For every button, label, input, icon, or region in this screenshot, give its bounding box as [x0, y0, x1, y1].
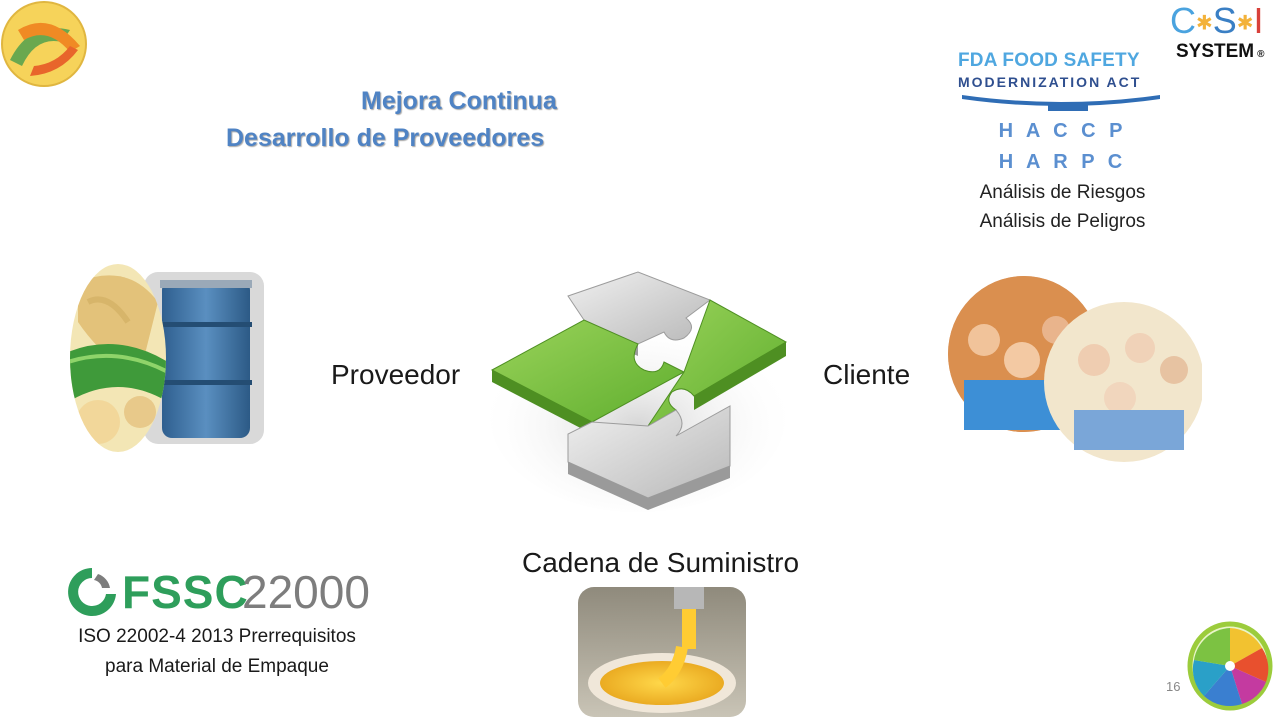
corner-logo-top-left [0, 0, 92, 90]
fda-line1: FDA FOOD SAFETY [958, 50, 1140, 71]
fssc-caption-line2: para Material de Empaque [105, 656, 329, 677]
risk-analysis-text: Análisis de Riesgos [979, 182, 1146, 203]
supplier-image [68, 262, 268, 454]
csi-letter-i: I [1253, 0, 1264, 41]
fssc-swirl-icon [68, 568, 116, 616]
fssc-caption-line1: ISO 22002-4 2013 Prerrequisitos [78, 626, 356, 647]
label-cadena-suministro: Cadena de Suministro [522, 547, 800, 578]
fssc-text: FSSC [122, 566, 249, 618]
fssc-caption: ISO 22002-4 2013 Prerrequisitos para Mat… [50, 622, 384, 682]
csi-letter-c: C [1170, 0, 1196, 41]
fda-fsma-logo: FDA FOOD SAFETY MODERNIZATION ACT [958, 50, 1164, 116]
csi-system-text: SYSTEM [1176, 41, 1255, 63]
corner-logo-bottom-right [1186, 616, 1274, 712]
fssc-logo: FSSC 22000 [64, 564, 374, 624]
label-proveedor: Proveedor [331, 359, 461, 390]
csi-letter-s: S [1212, 0, 1237, 41]
fda-line2: MODERNIZATION ACT [958, 74, 1142, 90]
fssc-number: 22000 [242, 566, 370, 618]
harpc-text: H A R P C [998, 151, 1127, 173]
customers-image [944, 270, 1204, 470]
fda-swoosh-icon [962, 95, 1160, 111]
right-panel: H A C C P H A R P C Análisis de Riesgos … [940, 116, 1185, 236]
label-cliente: Cliente [823, 359, 911, 390]
hazard-analysis-text: Análisis de Peligros [979, 211, 1146, 232]
csi-system-logo: C✱S✱I SYSTEM® [1170, 0, 1265, 63]
csi-registered: ® [1257, 49, 1265, 61]
haccp-text: H A C C P [998, 120, 1127, 142]
title-desarrollo-proveedores: Desarrollo de Proveedores [226, 124, 545, 152]
puzzle-image [488, 266, 788, 514]
supply-chain-image [578, 587, 746, 717]
title-mejora-continua: Mejora Continua [361, 87, 557, 115]
page-number: 16 [1166, 679, 1181, 694]
